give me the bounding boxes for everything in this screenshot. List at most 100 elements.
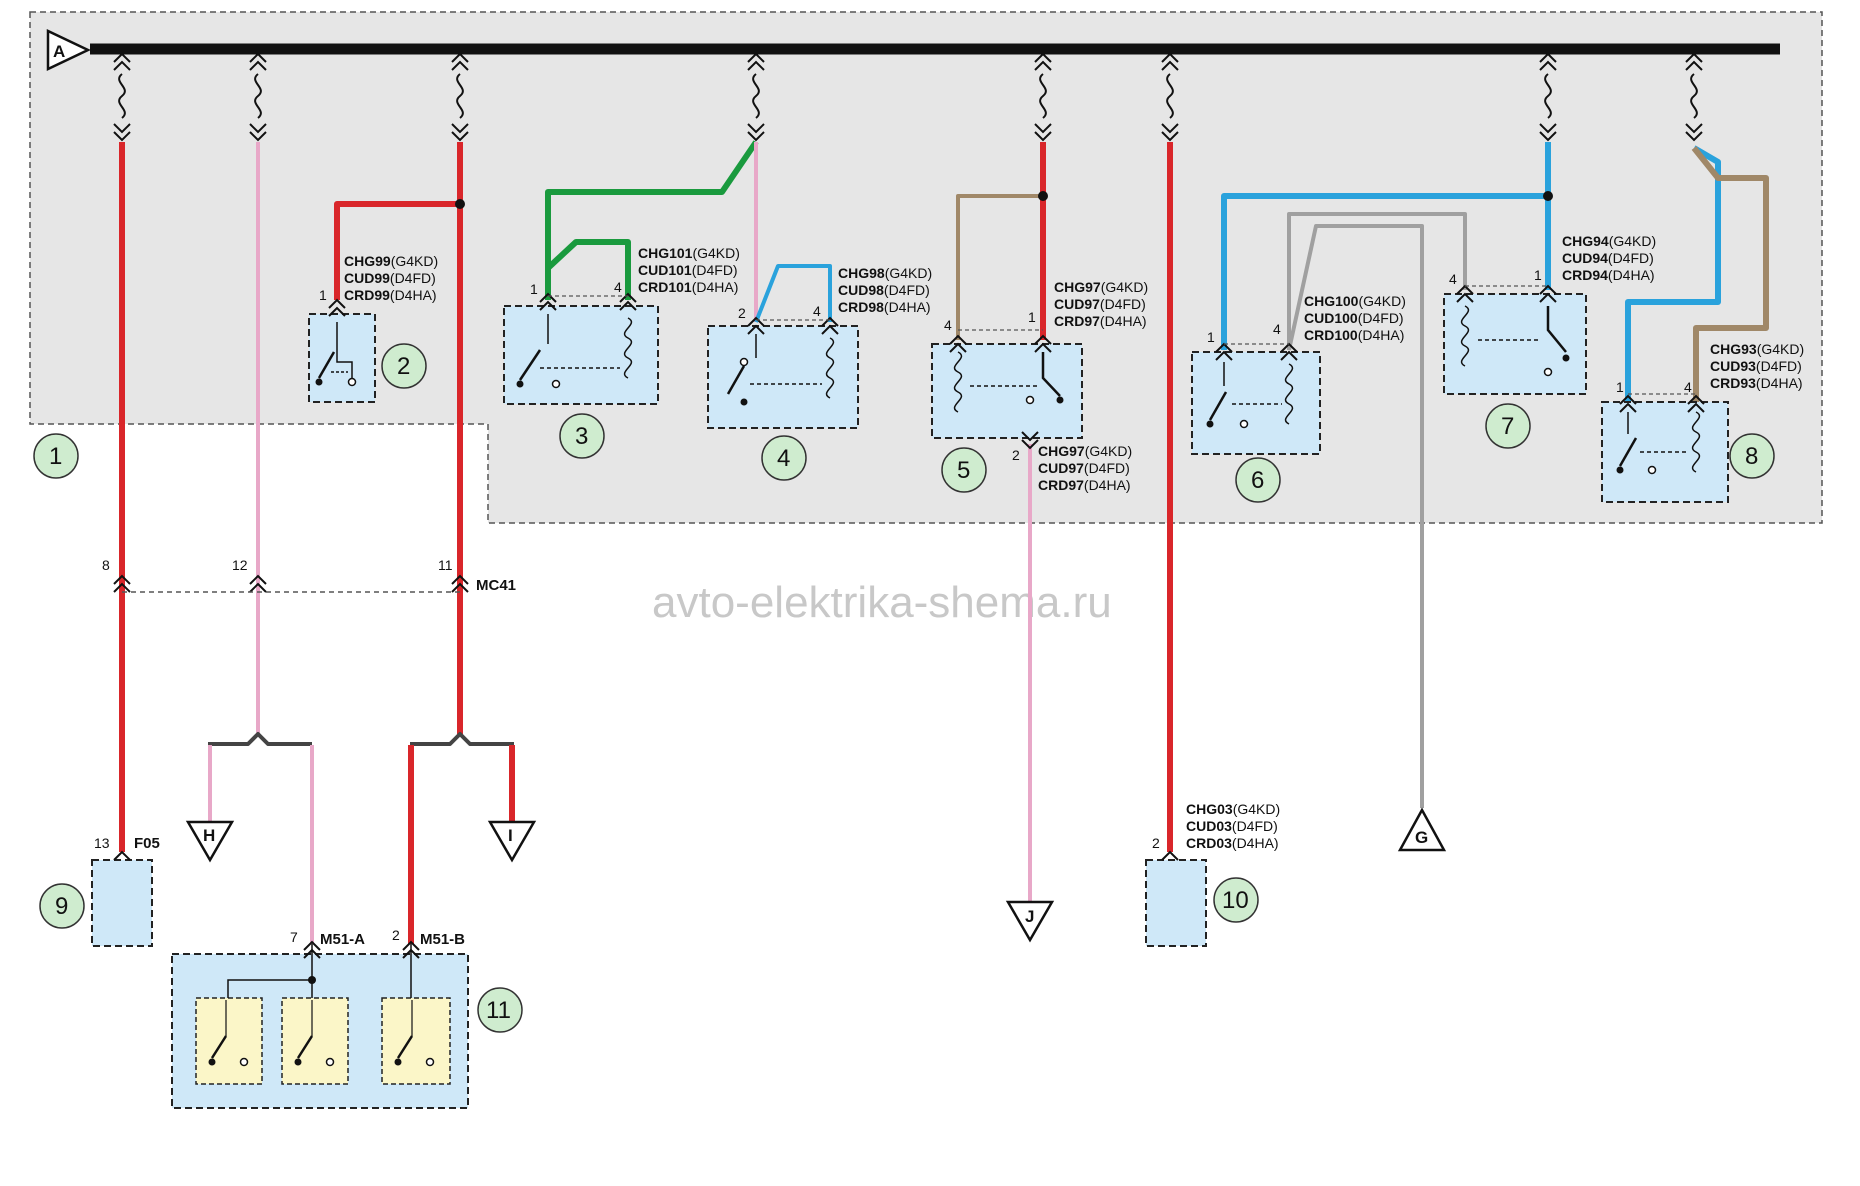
svg-text:MC41: MC41 [476, 577, 516, 594]
svg-text:G: G [1415, 828, 1428, 847]
part-code-k97b-1: CUD97(D4FD) [1038, 460, 1130, 476]
svg-text:7: 7 [290, 929, 298, 945]
switch-block-11 [171, 944, 469, 1109]
svg-text:2: 2 [1012, 447, 1020, 463]
module-9 [91, 859, 153, 947]
wire-blue-relay8 [1625, 145, 1721, 402]
connector-ids: MC41 F05 M51-A M51-B [134, 577, 516, 948]
part-code-k99-0: CHG99(G4KD) [344, 253, 438, 269]
wire-gray-g [1287, 224, 1424, 808]
part-codes: CHG99(G4KD)CUD99(D4FD)CRD99(D4HA) CHG101(… [344, 233, 1804, 851]
terminal-h: H [185, 820, 235, 863]
fuse-relay-box-zone [29, 11, 1823, 524]
wire-brown-relay5 [956, 194, 1043, 340]
part-code-k93-0: CHG93(G4KD) [1710, 341, 1804, 357]
part-code-k03-2: CRD03(D4HA) [1186, 835, 1279, 851]
relay-7 [1443, 293, 1587, 395]
relay-4 [707, 325, 859, 429]
part-code-k98-2: CRD98(D4HA) [838, 299, 931, 315]
svg-text:11: 11 [438, 557, 453, 573]
svg-text:12: 12 [232, 557, 248, 573]
svg-text:4: 4 [944, 317, 952, 333]
relay-8 [1601, 401, 1729, 503]
connector-a-icon [46, 29, 91, 71]
svg-text:J: J [1025, 907, 1034, 926]
fuse-link [113, 52, 131, 142]
svg-text:1: 1 [530, 281, 538, 297]
part-code-k97b-0: CHG97(G4KD) [1038, 443, 1132, 459]
part-code-k101-1: CUD101(D4FD) [638, 262, 738, 278]
svg-text:13: 13 [94, 835, 110, 851]
part-code-k93-2: CRD93(D4HA) [1710, 375, 1803, 391]
svg-text:4: 4 [777, 445, 790, 472]
svg-text:8: 8 [1745, 443, 1758, 470]
svg-text:2: 2 [397, 353, 410, 380]
fuse-links [113, 52, 1703, 142]
fuse-link [451, 52, 469, 142]
part-code-k93-1: CUD93(D4FD) [1710, 358, 1802, 374]
part-code-k100-0: CHG100(G4KD) [1304, 293, 1406, 309]
svg-text:7: 7 [1501, 413, 1514, 440]
fuse-link [1539, 52, 1557, 142]
part-code-k99-2: CRD99(D4HA) [344, 287, 437, 303]
part-code-k101-0: CHG101(G4KD) [638, 245, 740, 261]
svg-text:1: 1 [1028, 309, 1036, 325]
wire-red-relay2 [334, 201, 460, 300]
pin-chevrons [113, 284, 1705, 959]
wire-green-relay3-4 [545, 239, 631, 300]
svg-text:5: 5 [957, 457, 970, 484]
svg-text:1: 1 [49, 443, 62, 470]
part-code-k99-1: CUD99(D4FD) [344, 270, 436, 286]
wire-brown-relay8 [1691, 146, 1769, 402]
part-code-k97a-0: CHG97(G4KD) [1054, 279, 1148, 295]
part-code-k98-1: CUD98(D4FD) [838, 282, 930, 298]
svg-text:11: 11 [486, 997, 511, 1024]
svg-text:3: 3 [575, 423, 588, 450]
part-code-k94-1: CUD94(D4FD) [1562, 250, 1654, 266]
svg-text:M51-B: M51-B [420, 931, 465, 948]
svg-text:4: 4 [1684, 379, 1692, 395]
svg-text:9: 9 [55, 893, 68, 920]
terminal-i: I [487, 820, 537, 863]
part-code-k101-2: CRD101(D4HA) [638, 279, 738, 295]
part-code-k100-1: CUD100(D4FD) [1304, 310, 1404, 326]
fuse-link [1161, 52, 1179, 142]
wire-split-pink [208, 732, 312, 746]
svg-text:1: 1 [1616, 379, 1624, 395]
part-code-k94-2: CRD94(D4HA) [1562, 267, 1655, 283]
part-code-k100-2: CRD100(D4HA) [1304, 327, 1404, 343]
wire-blue-relay4 [754, 264, 832, 323]
svg-text:4: 4 [813, 303, 821, 319]
relay-5 [931, 343, 1083, 439]
part-code-k98-0: CHG98(G4KD) [838, 265, 932, 281]
svg-text:10: 10 [1222, 887, 1249, 914]
svg-text:4: 4 [1449, 271, 1457, 287]
wire-gray-relay7 [1287, 212, 1467, 350]
wire-green-relay3-1 [545, 140, 759, 300]
svg-text:F05: F05 [134, 835, 160, 852]
svg-text:4: 4 [1273, 321, 1281, 337]
watermark: avto-elektrika-shema.ru [652, 578, 1112, 627]
splice-dot [1038, 191, 1048, 201]
part-code-k97a-1: CUD97(D4FD) [1054, 296, 1146, 312]
svg-text:1: 1 [319, 287, 327, 303]
wire-split-red [410, 732, 514, 746]
part-code-k97b-2: CRD97(D4HA) [1038, 477, 1131, 493]
svg-text:2: 2 [738, 305, 746, 321]
svg-text:1: 1 [1534, 267, 1542, 283]
terminal-j: J [1005, 900, 1055, 943]
component-badges: 1 2 3 4 5 6 7 8 9 10 11 [33, 343, 1775, 1033]
svg-text:6: 6 [1251, 467, 1264, 494]
svg-text:4: 4 [614, 279, 622, 295]
svg-text:I: I [508, 826, 513, 845]
svg-text:8: 8 [102, 557, 110, 573]
fuse-link [1685, 52, 1703, 142]
fuse-link [249, 52, 267, 142]
relay-6 [1191, 351, 1321, 455]
connector-a-label: A [53, 42, 65, 61]
splice-dot [1543, 191, 1553, 201]
module-10 [1145, 859, 1207, 947]
svg-text:M51-A: M51-A [320, 931, 365, 948]
svg-text:1: 1 [1207, 329, 1215, 345]
